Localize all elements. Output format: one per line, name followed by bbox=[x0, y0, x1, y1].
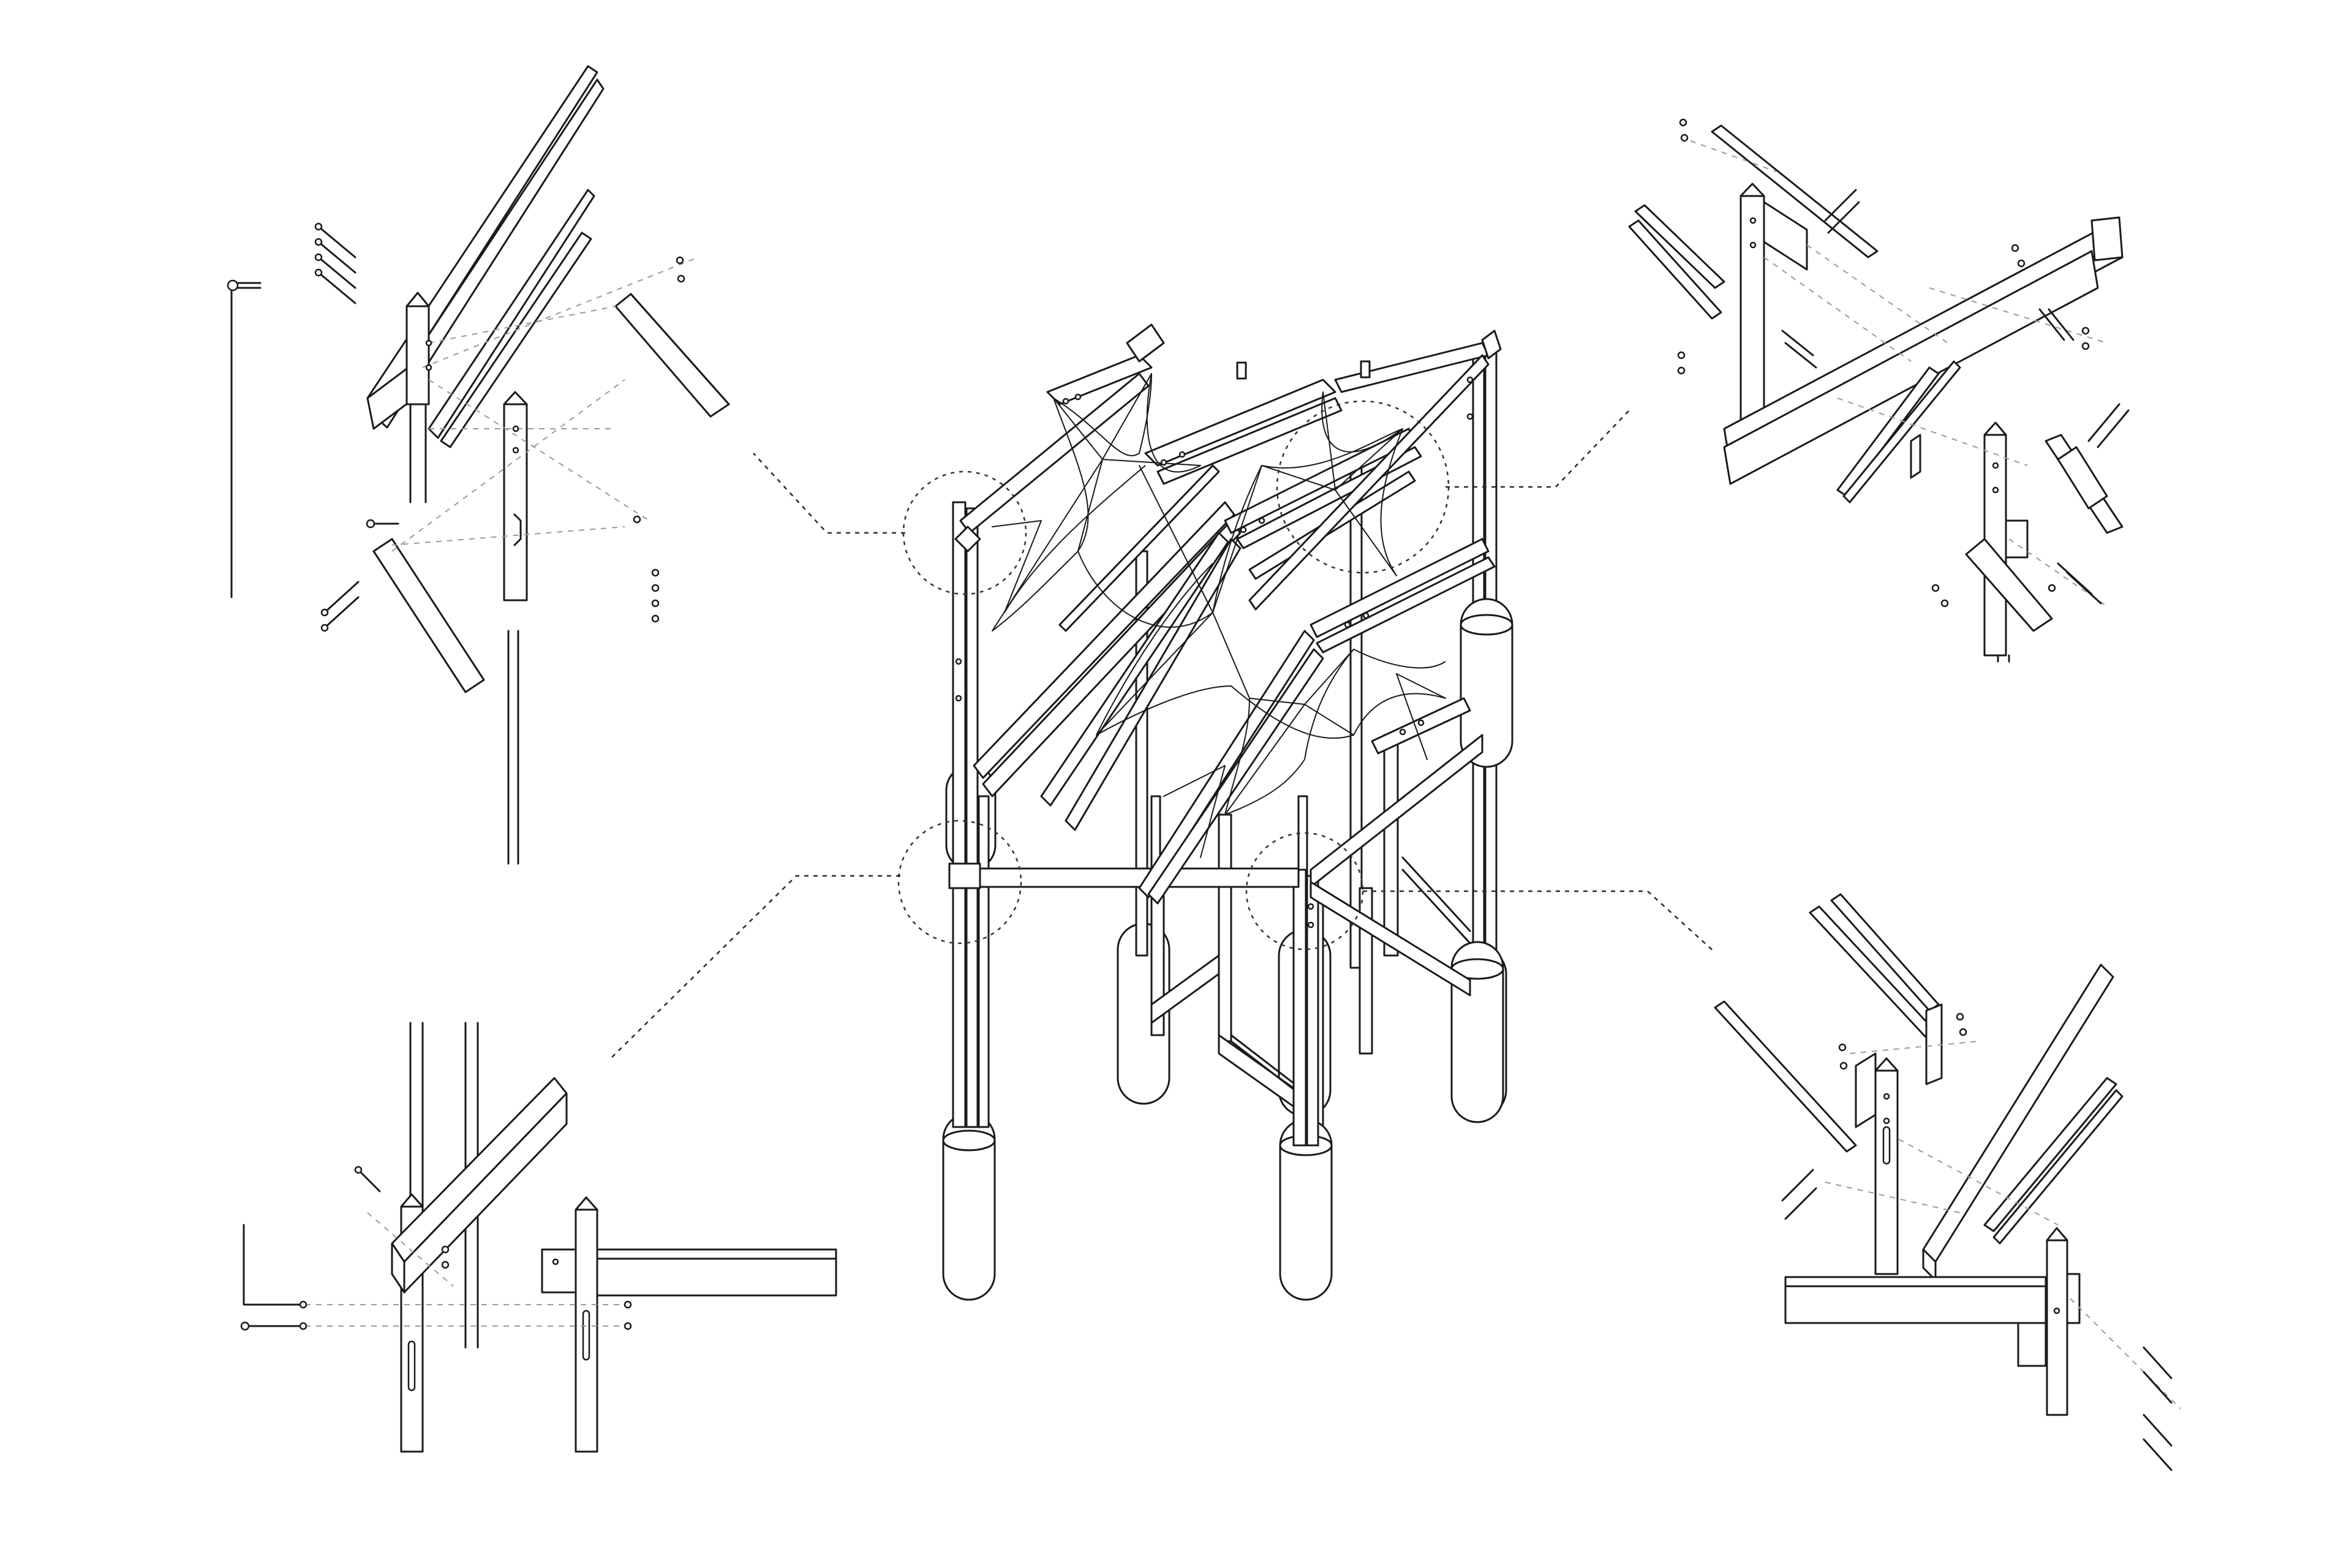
right-beam bbox=[1310, 734, 1483, 997]
detail-top-left bbox=[227, 65, 730, 865]
detail-markers bbox=[609, 400, 1716, 1060]
front-float-right bbox=[1279, 1118, 1333, 1301]
leader-bottom-left bbox=[609, 875, 900, 1060]
front-left-post bbox=[952, 501, 990, 1128]
fabric-membranes bbox=[992, 373, 1446, 858]
detail-top-right bbox=[1628, 118, 2130, 663]
front-beam bbox=[948, 862, 1300, 889]
upper-float-right bbox=[1460, 598, 1513, 768]
bolts-top-left bbox=[314, 222, 685, 632]
detail-circle-bottom-left bbox=[897, 820, 1022, 944]
detail-bottom-right bbox=[1714, 893, 2181, 1471]
front-right-post bbox=[1292, 869, 1319, 1147]
beam-bolts bbox=[955, 376, 1474, 929]
detail-bottom-left bbox=[240, 1022, 837, 1453]
pavilion-structure bbox=[942, 323, 1513, 1301]
mid-float-right bbox=[1450, 941, 1504, 1123]
leader-top-right bbox=[1446, 410, 1630, 488]
ridge-beams bbox=[1046, 323, 1502, 755]
bolts-bottom-left bbox=[240, 1166, 632, 1331]
bolts-bottom-right bbox=[1781, 1012, 2173, 1471]
bolts-top-right bbox=[1677, 118, 2130, 608]
leader-top-left bbox=[753, 453, 905, 534]
leader-bottom-right bbox=[1363, 890, 1716, 953]
roof-rafters bbox=[954, 372, 1324, 905]
pin-bottom-left bbox=[243, 1224, 295, 1306]
top-blocks bbox=[1236, 360, 1371, 380]
front-float-left bbox=[942, 1112, 996, 1301]
